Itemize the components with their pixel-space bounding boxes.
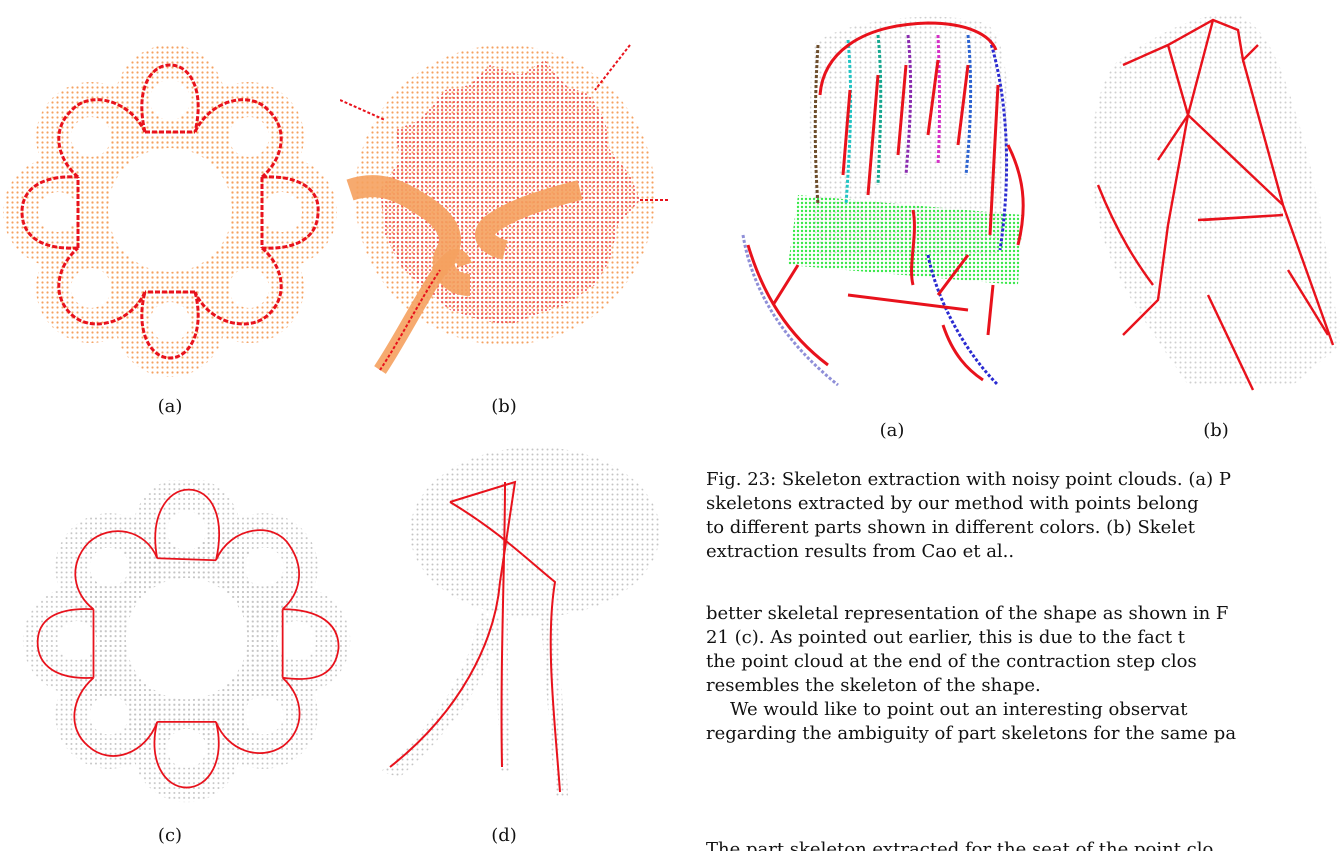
figure-right-b-chair-cao-skeleton (1078, 5, 1343, 400)
figure-label-b-left: (b) (474, 396, 534, 417)
figure-right-a-chair-part-skeletons (728, 5, 1048, 400)
caption-line: skeletons extracted by our method with p… (706, 492, 1343, 516)
figure-b-disk-noisy-points (340, 40, 670, 380)
body-line: 21 (c). As pointed out earlier, this is … (706, 626, 1343, 650)
body-line: We would like to point out an interestin… (706, 698, 1343, 722)
body-line: better skeletal representation of the sh… (706, 602, 1343, 626)
figure-label-a-left: (a) (140, 396, 200, 417)
body-paragraphs: better skeletal representation of the sh… (706, 602, 1343, 746)
caption-line: to different parts shown in different co… (706, 516, 1343, 540)
body-line: The part skeleton extracted for the seat… (706, 838, 1343, 851)
body-line: resembles the skeleton of the shape. (706, 674, 1343, 698)
body-line-clipped: The part skeleton extracted for the seat… (706, 838, 1343, 851)
body-line: the point cloud at the end of the contra… (706, 650, 1343, 674)
figure-label-b-right: (b) (1186, 420, 1246, 441)
body-line: regarding the ambiguity of part skeleton… (706, 722, 1343, 746)
figure-label-d-left: (d) (474, 825, 534, 846)
figure-a-torus-ring-skeleton (0, 40, 340, 385)
figure-23-caption: Fig. 23: Skeleton extraction with noisy … (706, 468, 1343, 564)
caption-line: extraction results from Cao et al.. (706, 540, 1343, 564)
figure-c-torus-ring-baseline (20, 480, 360, 810)
caption-line: Fig. 23: Skeleton extraction with noisy … (706, 468, 1343, 492)
figure-label-a-right: (a) (862, 420, 922, 441)
figure-d-mushroom-baseline (370, 442, 670, 807)
figure-label-c-left: (c) (140, 825, 200, 846)
